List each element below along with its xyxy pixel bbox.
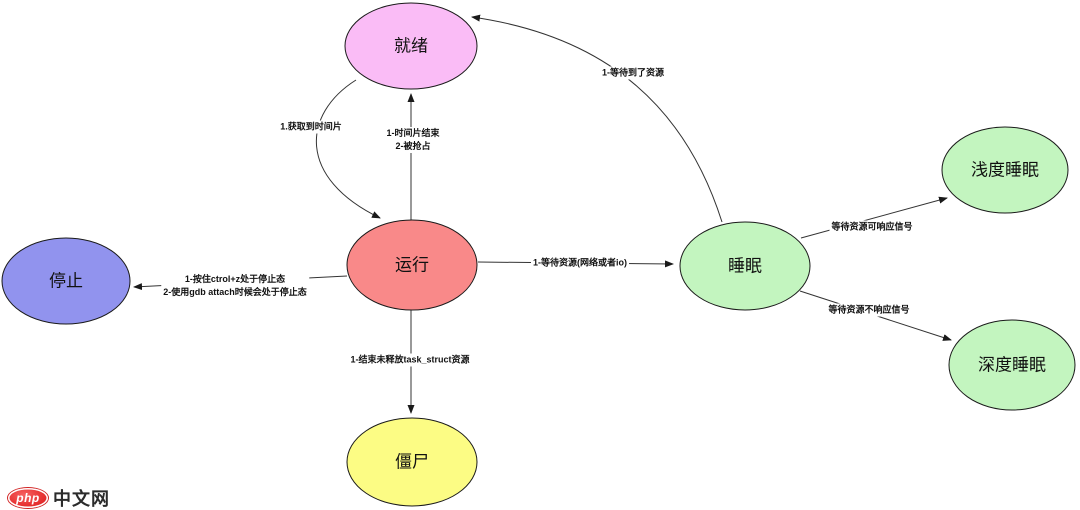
edge-label-running-to-sleep: 1-等待资源(网络或者io) bbox=[531, 256, 629, 270]
node-ready-shape bbox=[344, 2, 478, 90]
node-ready-label: 就绪 bbox=[394, 36, 428, 55]
edge-label-running-to-ready-line1: 1-时间片结束 bbox=[386, 128, 440, 138]
node-sleep: 睡眠 bbox=[679, 221, 811, 311]
edge-label-running-to-zombie: 1-结束未释放task_struct资源 bbox=[348, 353, 472, 367]
php-cn-logo[interactable]: php 中文网 bbox=[8, 485, 110, 510]
edges-group bbox=[133, 14, 952, 414]
node-stopped-shape bbox=[1, 237, 131, 325]
node-zombie: 僵尸 bbox=[346, 417, 478, 507]
node-deep-sleep-label: 深度睡眠 bbox=[978, 355, 1046, 374]
edge-label-sleep-to-deep-sleep: 等待资源不响应信号 bbox=[826, 303, 912, 317]
node-sleep-shape bbox=[679, 221, 811, 311]
edge-ready-to-running bbox=[315, 79, 381, 219]
edge-sleep-to-light-sleep bbox=[800, 196, 948, 239]
edge-label-ready-to-running: 1.获取到时间片 bbox=[278, 120, 344, 134]
node-sleep-label: 睡眠 bbox=[728, 256, 762, 275]
edge-sleep-to-ready bbox=[471, 14, 723, 223]
node-light-sleep-label: 浅度睡眠 bbox=[971, 160, 1039, 179]
node-zombie-label: 僵尸 bbox=[395, 452, 429, 471]
node-running: 运行 bbox=[346, 219, 478, 311]
edge-label-running-to-stopped-line2: 2-使用gdb attach时候会处于停止态 bbox=[163, 287, 307, 297]
node-deep-sleep: 深度睡眠 bbox=[948, 319, 1076, 411]
edge-label-running-to-ready-line2: 2-被抢占 bbox=[395, 141, 431, 151]
node-light-sleep-shape bbox=[941, 126, 1069, 214]
edge-label-sleep-to-light-sleep: 等待资源可响应信号 bbox=[829, 220, 915, 234]
node-light-sleep: 浅度睡眠 bbox=[941, 126, 1069, 214]
node-zombie-shape bbox=[346, 417, 478, 507]
node-running-label: 运行 bbox=[395, 255, 429, 274]
php-logo-badge-icon: php bbox=[8, 488, 48, 508]
node-deep-sleep-shape bbox=[948, 319, 1076, 411]
php-logo-site-text: 中文网 bbox=[53, 489, 110, 509]
edge-label-running-to-stopped: 1-按住ctrol+z处于停止态 2-使用gdb attach时候会处于停止态 bbox=[161, 273, 309, 299]
node-stopped: 停止 bbox=[1, 237, 131, 325]
node-stopped-label: 停止 bbox=[49, 271, 83, 290]
node-running-shape bbox=[346, 219, 478, 311]
edge-label-sleep-to-ready: 1-等待到了资源 bbox=[599, 66, 667, 80]
node-ready: 就绪 bbox=[344, 2, 478, 90]
edge-label-running-to-stopped-line1: 1-按住ctrol+z处于停止态 bbox=[184, 274, 286, 284]
edge-label-running-to-ready: 1-时间片结束 2-被抢占 bbox=[384, 127, 442, 153]
